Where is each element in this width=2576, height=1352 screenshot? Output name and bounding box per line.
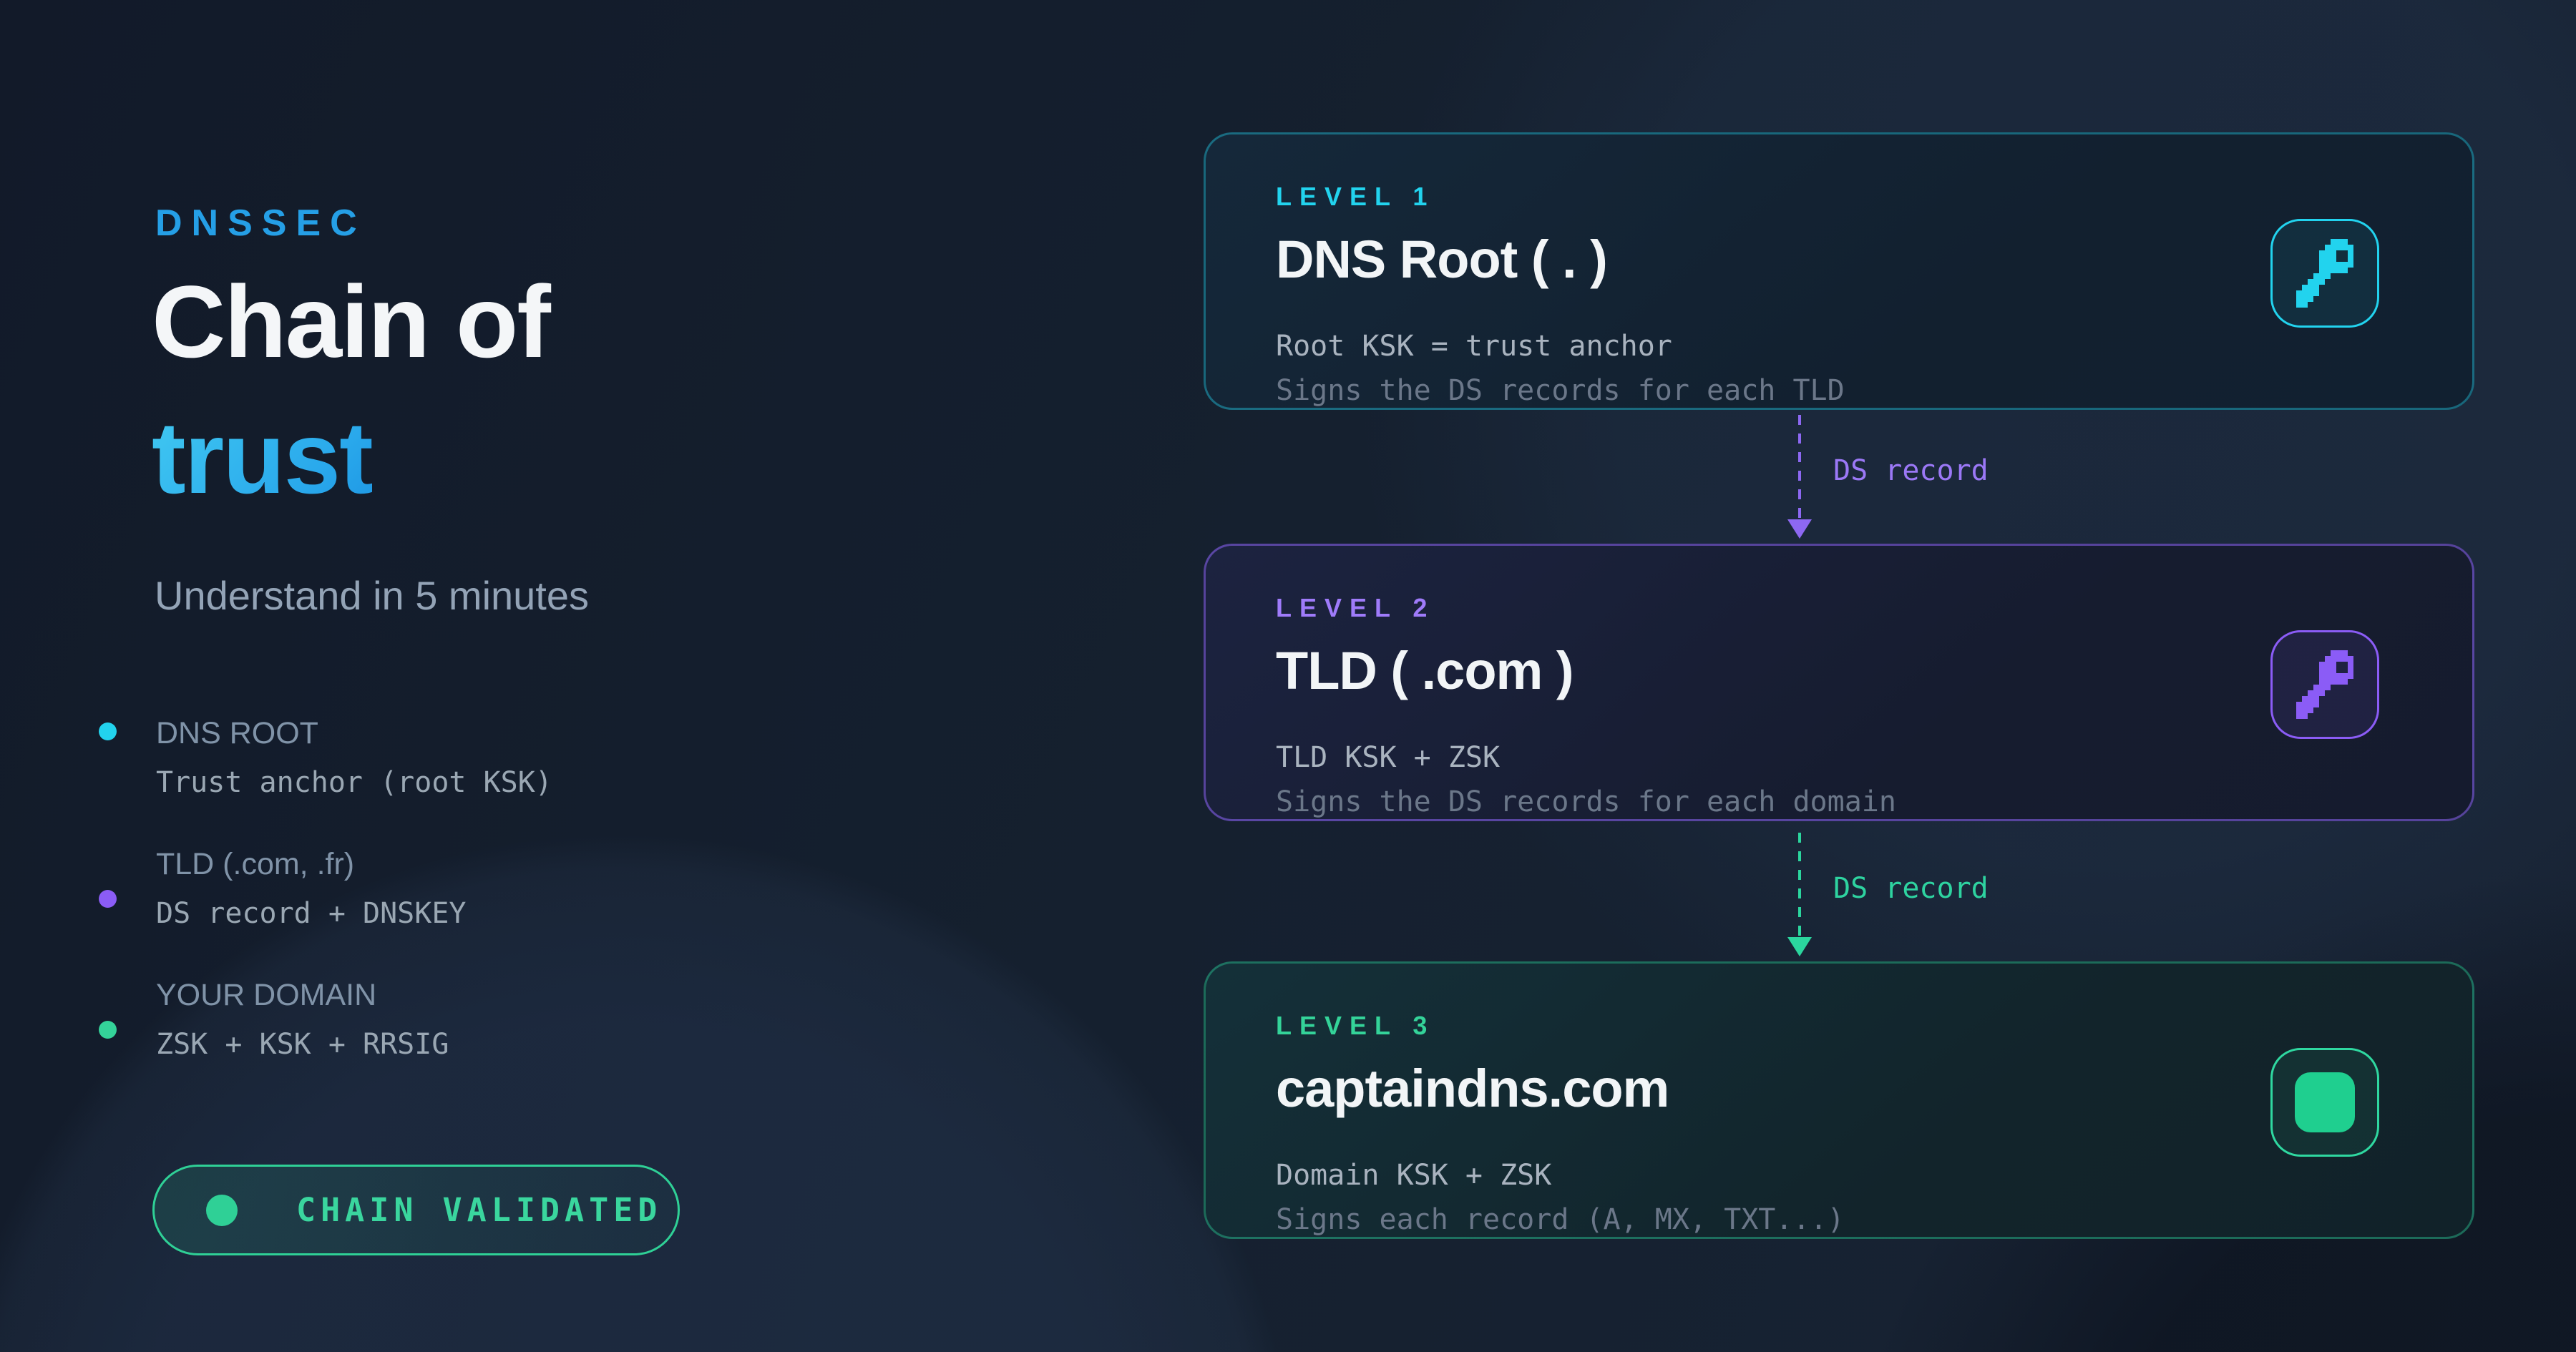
level-1-line1: Root KSK = trust anchor bbox=[1276, 330, 1672, 363]
level-3-title: captaindns.com bbox=[1276, 1059, 1669, 1118]
purple-bullet-icon bbox=[99, 890, 117, 908]
level-1-title: DNS Root ( . ) bbox=[1276, 230, 1608, 289]
level-2-card: LEVEL 2 TLD ( .com ) TLD KSK + ZSK Signs… bbox=[1204, 544, 2474, 821]
legend-detail: ZSK + KSK + RRSIG bbox=[156, 1028, 449, 1061]
connector-label: DS record bbox=[1833, 454, 1989, 487]
legend: DNS ROOT Trust anchor (root KSK) TLD (.c… bbox=[99, 715, 743, 1108]
level-3-eyebrow: LEVEL 3 bbox=[1276, 1011, 1435, 1040]
legend-label: DNS ROOT bbox=[156, 716, 318, 750]
dashed-arrow-line bbox=[1798, 833, 1801, 937]
page-title: Chain of trust bbox=[152, 255, 551, 526]
level-3-line2: Signs each record (A, MX, TXT...) bbox=[1276, 1203, 1845, 1236]
page-subtitle: Understand in 5 minutes bbox=[155, 573, 590, 618]
level-2-title: TLD ( .com ) bbox=[1276, 641, 1574, 700]
key-icon-frame bbox=[2270, 219, 2379, 328]
level-2-line1: TLD KSK + ZSK bbox=[1276, 741, 1501, 774]
key-icon bbox=[2290, 239, 2296, 245]
page-title-line1: Chain of bbox=[152, 265, 551, 379]
level-1-line2: Signs the DS records for each TLD bbox=[1276, 374, 1845, 407]
arrow-down-icon bbox=[1787, 937, 1812, 956]
legend-detail: Trust anchor (root KSK) bbox=[156, 766, 552, 799]
status-badge-label: CHAIN VALIDATED bbox=[296, 1191, 663, 1229]
page-title-line2: trust bbox=[152, 401, 374, 515]
dashed-arrow-line bbox=[1798, 415, 1801, 519]
legend-detail: DS record + DNSKEY bbox=[156, 897, 467, 930]
key-icon-frame bbox=[2270, 630, 2379, 739]
cyan-bullet-icon bbox=[99, 722, 117, 740]
connector-label: DS record bbox=[1833, 872, 1989, 905]
key-icon bbox=[2290, 650, 2296, 656]
legend-label: TLD (.com, .fr) bbox=[156, 847, 355, 881]
chain-validated-badge: CHAIN VALIDATED bbox=[152, 1165, 680, 1255]
level-2-eyebrow: LEVEL 2 bbox=[1276, 593, 1435, 622]
legend-label: YOUR DOMAIN bbox=[156, 978, 377, 1012]
level-2-line2: Signs the DS records for each domain bbox=[1276, 785, 1896, 818]
eyebrow-dnssec: DNSSEC bbox=[155, 202, 366, 244]
record-icon bbox=[2295, 1072, 2355, 1132]
green-bullet-icon bbox=[99, 1021, 117, 1039]
level-3-card: LEVEL 3 captaindns.com Domain KSK + ZSK … bbox=[1204, 961, 2474, 1239]
record-icon-frame bbox=[2270, 1048, 2379, 1157]
level-3-line1: Domain KSK + ZSK bbox=[1276, 1159, 1552, 1192]
legend-item-dns-root: DNS ROOT Trust anchor (root KSK) bbox=[99, 715, 743, 800]
level-1-card: LEVEL 1 DNS Root ( . ) Root KSK = trust … bbox=[1204, 132, 2474, 410]
status-dot-icon bbox=[206, 1194, 238, 1226]
level-1-eyebrow: LEVEL 1 bbox=[1276, 182, 1435, 211]
arrow-down-icon bbox=[1787, 519, 1812, 539]
legend-item-tld: TLD (.com, .fr) DS record + DNSKEY bbox=[99, 846, 743, 931]
legend-item-your-domain: YOUR DOMAIN ZSK + KSK + RRSIG bbox=[99, 977, 743, 1062]
